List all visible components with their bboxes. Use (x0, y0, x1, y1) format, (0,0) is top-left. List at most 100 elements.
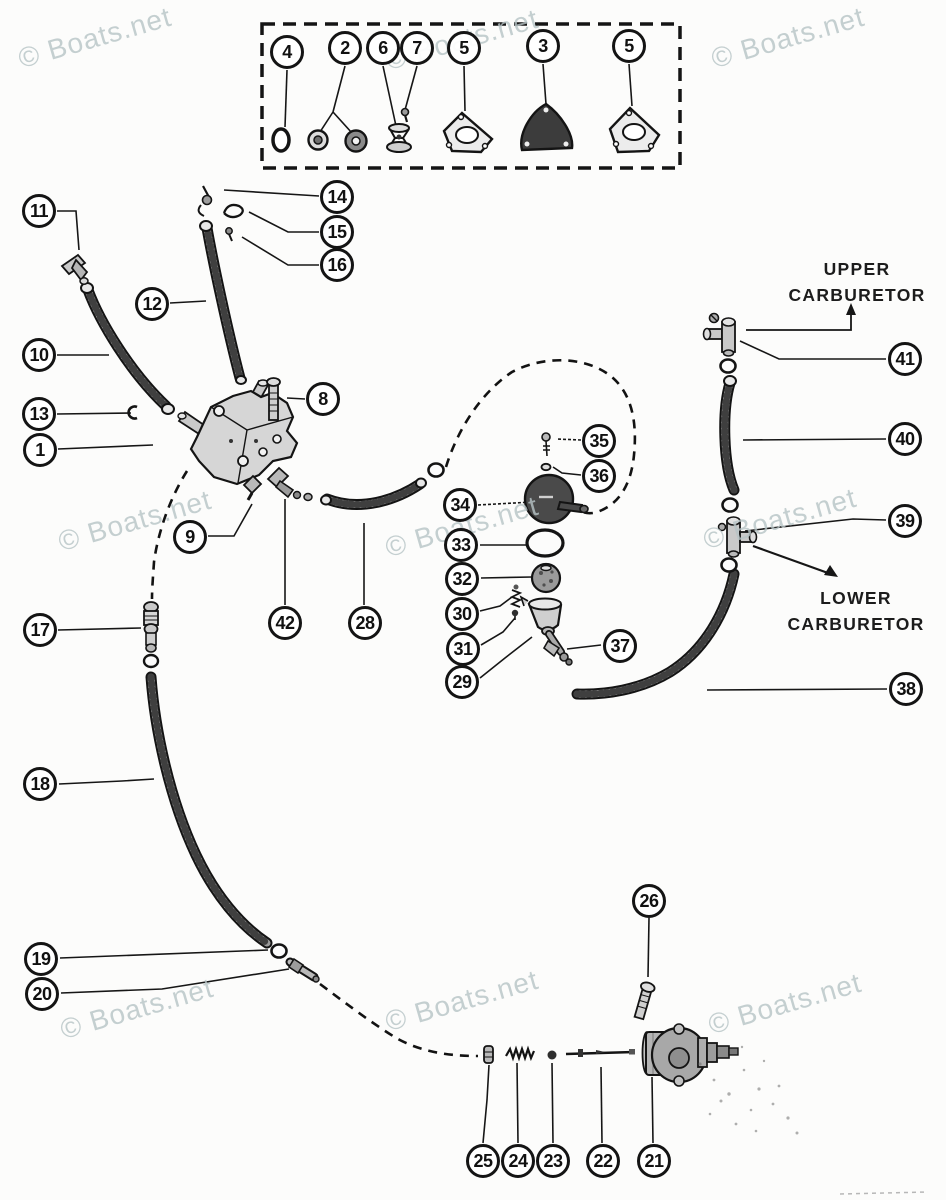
part-clamp-40-top (719, 358, 737, 374)
scan-artifact-dashes (839, 1191, 929, 1195)
hose-28 (320, 477, 427, 510)
callout-23: 23 (536, 1144, 570, 1178)
part-filter-bowl-29 (519, 595, 563, 636)
callout-10: 10 (22, 338, 56, 372)
part-screw-16 (225, 227, 233, 242)
part-clamp-40-bottom (721, 497, 739, 513)
upper-carburetor-arrow (746, 303, 856, 331)
part-t-fitting-41 (702, 312, 736, 357)
callout-37: 37 (603, 629, 637, 663)
part-bolt-8 (266, 377, 281, 421)
hose-18 (145, 671, 273, 949)
callout-25: 25 (466, 1144, 500, 1178)
callout-35: 35 (582, 424, 616, 458)
box-parts (271, 102, 661, 154)
part-clamp-28-end (427, 462, 445, 478)
callout-1: 1 (23, 433, 57, 467)
part-t-fitting-39 (717, 516, 758, 558)
callout-7: 7 (400, 31, 434, 65)
part-spring-30 (509, 584, 523, 608)
part-clamp-19 (270, 943, 288, 959)
callout-5: 5 (612, 29, 646, 63)
callout-32: 32 (445, 562, 479, 596)
callout-34: 34 (443, 488, 477, 522)
callout-4: 4 (270, 35, 304, 69)
upper-carburetor-label: UPPER CARBURETOR (788, 256, 925, 308)
callout-14: 14 (320, 180, 354, 214)
callout-15: 15 (320, 215, 354, 249)
part-rod-22 (565, 1049, 635, 1057)
callout-3: 3 (526, 29, 560, 63)
part-check-valve-6 (386, 123, 412, 153)
callout-6: 6 (366, 31, 400, 65)
part-filter-element-32 (530, 562, 562, 594)
part-gasket-5b (608, 106, 661, 154)
fuel-line-dashed-path (150, 358, 637, 1058)
callout-2: 2 (328, 31, 362, 65)
callout-11: 11 (22, 194, 56, 228)
callout-13: 13 (22, 397, 56, 431)
part-clamp-14 (197, 185, 213, 217)
part-screw-35 (541, 432, 551, 457)
part-filter-cover-34 (523, 473, 589, 525)
part-grommet-2b (344, 129, 368, 153)
callout-9: 9 (173, 520, 207, 554)
part-clip-15 (222, 203, 244, 219)
callout-36: 36 (582, 459, 616, 493)
part-fitting-17 (142, 601, 160, 669)
callout-22: 22 (586, 1144, 620, 1178)
hose-12 (199, 220, 247, 385)
callout-8: 8 (306, 382, 340, 416)
part-connector-20 (285, 957, 320, 983)
callout-41: 41 (888, 342, 922, 376)
part-gasket-33 (525, 528, 565, 558)
callout-20: 20 (25, 977, 59, 1011)
lower-carburetor-line2: CARBURETOR (787, 614, 925, 634)
callout-16: 16 (320, 248, 354, 282)
part-plug-25 (483, 1045, 494, 1064)
part-bolt-26 (633, 981, 656, 1021)
hose-40 (719, 375, 740, 496)
callout-29: 29 (445, 665, 479, 699)
hose-10 (80, 282, 175, 415)
part-gasket-3 (520, 102, 574, 152)
callout-40: 40 (888, 422, 922, 456)
lower-carburetor-label: LOWER CARBURETOR (787, 585, 924, 637)
leader-lines (56, 63, 888, 1144)
part-fuel-connector-21 (641, 1023, 739, 1087)
callout-39: 39 (888, 504, 922, 538)
part-oring-4 (271, 127, 291, 153)
callout-19: 19 (24, 942, 58, 976)
hoses (80, 220, 740, 949)
part-fitting-37 (542, 630, 573, 666)
callout-21: 21 (637, 1144, 671, 1178)
part-washer-36 (540, 462, 552, 472)
part-elbow-11 (60, 253, 89, 285)
part-ball-23 (547, 1050, 557, 1060)
hose-38 (571, 568, 740, 700)
lower-carburetor-arrow (752, 544, 838, 577)
callout-17: 17 (23, 613, 57, 647)
part-grommet-2a (307, 129, 329, 151)
callout-26: 26 (632, 884, 666, 918)
callout-5: 5 (447, 31, 481, 65)
upper-carburetor-line2: CARBURETOR (788, 285, 926, 305)
callout-42: 42 (268, 606, 302, 640)
callout-18: 18 (23, 767, 57, 801)
part-clamp-38-top (720, 557, 738, 573)
callout-33: 33 (444, 528, 478, 562)
callout-38: 38 (889, 672, 923, 706)
callout-30: 30 (445, 597, 479, 631)
lower-carburetor-line1: LOWER (820, 588, 892, 608)
spray-speckles (698, 1045, 799, 1135)
upper-carburetor-line1: UPPER (823, 259, 891, 279)
callout-28: 28 (348, 606, 382, 640)
part-fitting-42 (266, 466, 313, 502)
part-screw-7 (400, 107, 410, 123)
part-valve-31 (511, 609, 519, 620)
part-clip-13 (127, 405, 138, 420)
callout-12: 12 (135, 287, 169, 321)
part-gasket-5a (442, 111, 494, 154)
